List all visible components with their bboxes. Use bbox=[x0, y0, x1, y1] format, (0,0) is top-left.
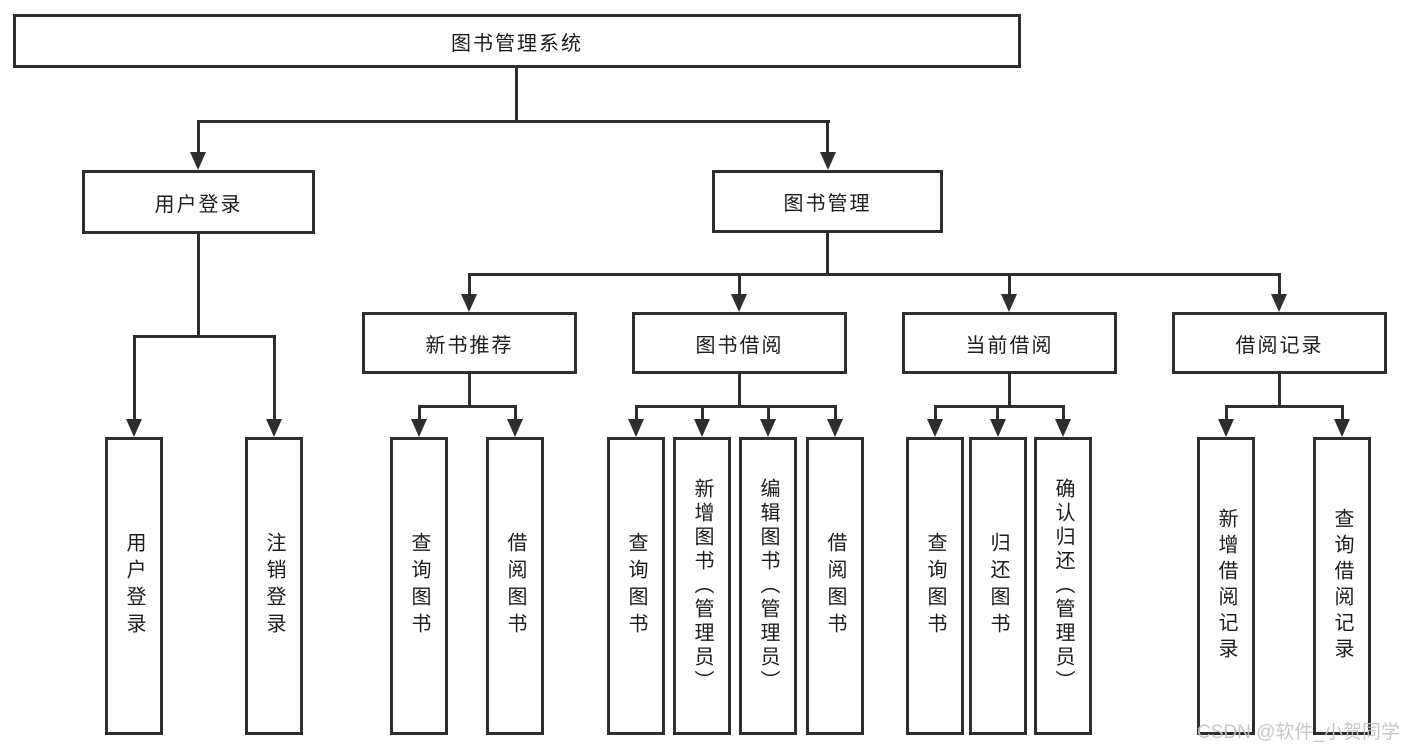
watermark-text: CSDN @软件_小贺同学 bbox=[1197, 722, 1400, 743]
node-book-borrowing: 图书借阅 bbox=[632, 312, 847, 374]
connector-root-stem-left bbox=[197, 120, 200, 155]
connector-recommend-hline bbox=[418, 405, 517, 408]
arrow-records-child-1-icon bbox=[1218, 419, 1234, 437]
node-new-book-recommendation-label: 新书推荐 bbox=[425, 334, 514, 357]
connector-borrowing-vline bbox=[738, 374, 741, 408]
node-book-borrowing-label: 图书借阅 bbox=[695, 334, 784, 357]
connector-records-stem-1 bbox=[1225, 405, 1228, 421]
arrow-to-borrowing-records-icon bbox=[1271, 294, 1287, 312]
leaf-query-borrow-record: 查询借阅记录 bbox=[1313, 437, 1371, 735]
arrow-borrowing-child-3-icon bbox=[760, 419, 776, 437]
leaf-add-book-admin-label: 新增图书（管理员） bbox=[691, 478, 713, 694]
connector-user-login-stem-1 bbox=[133, 335, 136, 421]
arrow-to-book-borrowing-icon bbox=[731, 294, 747, 312]
leaf-add-borrow-record: 新增借阅记录 bbox=[1197, 437, 1255, 735]
connector-root-stem-right bbox=[826, 120, 829, 155]
leaf-query-books-recommend: 查询图书 bbox=[390, 437, 448, 735]
leaf-borrow-books-recommend: 借阅图书 bbox=[486, 437, 544, 735]
arrow-to-new-book-recommendation-icon bbox=[461, 294, 477, 312]
node-book-management-label: 图书管理 bbox=[783, 193, 872, 215]
leaf-borrow-books-borrowing: 借阅图书 bbox=[806, 437, 864, 735]
leaf-query-books-borrowing: 查询图书 bbox=[607, 437, 665, 735]
arrow-to-book-management-icon bbox=[820, 152, 836, 170]
connector-current-hline bbox=[934, 405, 1065, 408]
connector-borrowing-stem-4 bbox=[834, 405, 837, 421]
node-current-borrowing: 当前借阅 bbox=[902, 312, 1117, 374]
node-new-book-recommendation: 新书推荐 bbox=[362, 312, 577, 374]
connector-current-vline bbox=[1008, 374, 1011, 408]
node-book-management: 图书管理 bbox=[712, 170, 943, 233]
leaf-add-borrow-record-label: 新增借阅记录 bbox=[1215, 508, 1237, 664]
arrow-borrowing-child-1-icon bbox=[628, 419, 644, 437]
leaf-borrow-books-borrowing-label: 借阅图书 bbox=[824, 532, 846, 640]
connector-book-mgmt-hline bbox=[468, 273, 1281, 276]
connector-borrowing-stem-1 bbox=[635, 405, 638, 421]
arrow-to-leaf-user-login-icon bbox=[126, 419, 142, 437]
leaf-user-login: 用户登录 bbox=[105, 437, 163, 735]
connector-user-login-vline bbox=[197, 234, 200, 338]
connector-recommend-stem-2 bbox=[514, 405, 517, 421]
leaf-borrow-books-recommend-label: 借阅图书 bbox=[504, 532, 526, 640]
arrow-records-child-2-icon bbox=[1334, 419, 1350, 437]
leaf-edit-book-admin-label: 编辑图书（管理员） bbox=[757, 478, 779, 694]
connector-user-login-stem-2 bbox=[273, 335, 276, 421]
connector-records-hline bbox=[1225, 405, 1344, 408]
leaf-add-book-admin: 新增图书（管理员） bbox=[673, 437, 731, 735]
connector-book-mgmt-stem-3 bbox=[1008, 273, 1011, 300]
node-borrowing-records-label: 借阅记录 bbox=[1235, 334, 1324, 357]
arrow-to-leaf-logout-icon bbox=[266, 419, 282, 437]
node-user-login: 用户登录 bbox=[82, 170, 315, 234]
arrow-recommend-child-1-icon bbox=[411, 419, 427, 437]
leaf-query-books-current: 查询图书 bbox=[906, 437, 964, 735]
connector-records-vline bbox=[1278, 374, 1281, 408]
arrow-current-child-2-icon bbox=[990, 419, 1006, 437]
connector-book-mgmt-stem-2 bbox=[738, 273, 741, 300]
leaf-query-books-current-label: 查询图书 bbox=[924, 532, 946, 640]
connector-recommend-vline bbox=[468, 374, 471, 408]
arrow-borrowing-child-2-icon bbox=[694, 419, 710, 437]
connector-records-stem-2 bbox=[1341, 405, 1344, 421]
connector-current-stem-1 bbox=[934, 405, 937, 421]
connector-root-hline bbox=[197, 120, 830, 123]
connector-current-stem-3 bbox=[1062, 405, 1065, 421]
node-library-management-system: 图书管理系统 bbox=[13, 14, 1021, 68]
arrow-recommend-child-2-icon bbox=[507, 419, 523, 437]
node-user-login-label: 用户登录 bbox=[154, 193, 243, 216]
leaf-query-borrow-record-label: 查询借阅记录 bbox=[1331, 508, 1353, 664]
arrow-to-current-borrowing-icon bbox=[1001, 294, 1017, 312]
leaf-logout: 注销登录 bbox=[245, 437, 303, 735]
leaf-query-books-borrowing-label: 查询图书 bbox=[625, 532, 647, 640]
connector-book-mgmt-stem-1 bbox=[468, 273, 471, 300]
leaf-query-books-recommend-label: 查询图书 bbox=[408, 532, 430, 640]
connector-borrowing-hline bbox=[635, 405, 837, 408]
node-borrowing-records: 借阅记录 bbox=[1172, 312, 1387, 374]
arrow-borrowing-child-4-icon bbox=[827, 419, 843, 437]
leaf-logout-label: 注销登录 bbox=[263, 532, 285, 640]
leaf-edit-book-admin: 编辑图书（管理员） bbox=[739, 437, 797, 735]
leaf-return-book-label: 归还图书 bbox=[987, 532, 1009, 640]
arrow-current-child-1-icon bbox=[927, 419, 943, 437]
node-current-borrowing-label: 当前借阅 bbox=[965, 334, 1054, 357]
connector-book-mgmt-stem-4 bbox=[1278, 273, 1281, 300]
leaf-confirm-return-admin-label: 确认归还（管理员） bbox=[1052, 478, 1074, 694]
connector-current-stem-2 bbox=[996, 405, 999, 421]
node-library-management-system-label: 图书管理系统 bbox=[451, 32, 583, 55]
leaf-confirm-return-admin: 确认归还（管理员） bbox=[1034, 437, 1092, 735]
connector-recommend-stem-1 bbox=[418, 405, 421, 421]
leaf-user-login-label: 用户登录 bbox=[123, 532, 145, 640]
connector-borrowing-stem-2 bbox=[701, 405, 704, 421]
connector-book-mgmt-vline bbox=[826, 233, 829, 276]
leaf-return-book: 归还图书 bbox=[969, 437, 1027, 735]
arrow-to-user-login-icon bbox=[190, 152, 206, 170]
arrow-current-child-3-icon bbox=[1055, 419, 1071, 437]
connector-root-vline bbox=[515, 68, 518, 123]
connector-borrowing-stem-3 bbox=[767, 405, 770, 421]
connector-user-login-hline bbox=[133, 335, 276, 338]
